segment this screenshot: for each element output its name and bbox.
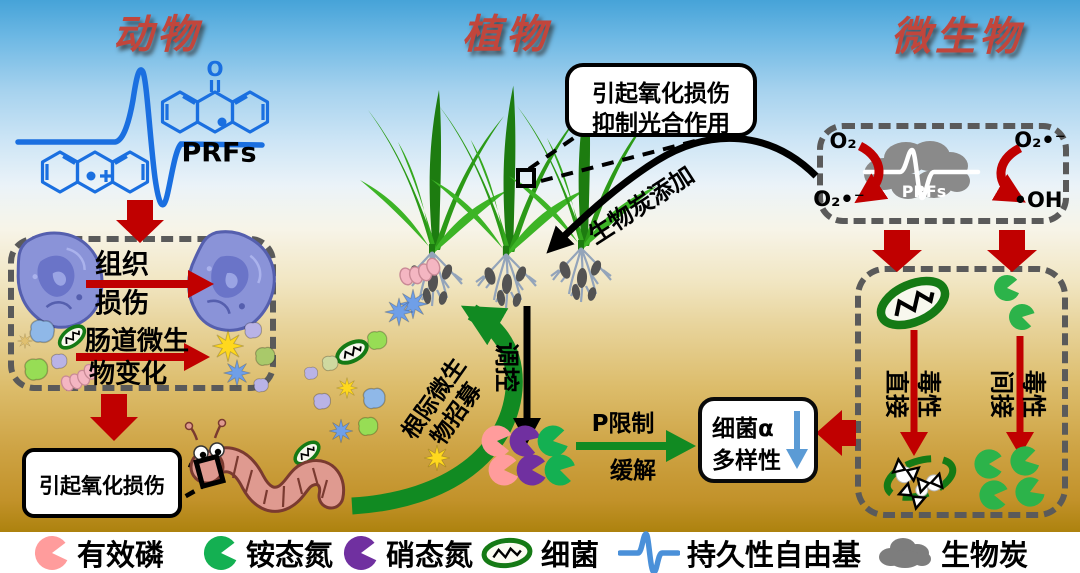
- superoxide-to-oh-arrow: [991, 143, 1026, 203]
- legend-item-nitrate-n: 硝态氮: [343, 532, 473, 573]
- legend-item-available-p: 有效磷: [34, 532, 164, 573]
- hydroxyl-label: •OH: [1013, 188, 1063, 212]
- p-limitation-arrow: [576, 430, 696, 462]
- tissue-damage-row: [9, 222, 286, 341]
- ketone-oxygen-label: O: [206, 57, 224, 81]
- diversity-down-arrow: [786, 411, 808, 469]
- regulate-label: 调控: [492, 341, 521, 393]
- legend-label: 细菌: [541, 537, 600, 572]
- red-down-arrow-prfs-to-animal: [116, 200, 164, 243]
- nutrient-cluster: [479, 421, 577, 489]
- indirect-toxicity-column: [974, 273, 1048, 512]
- prfs-label: PRFs: [181, 137, 257, 169]
- biochar-curved-arrow: [546, 134, 819, 254]
- epr-spectrum-drawing: [15, 67, 270, 208]
- worm-damage-text: 引起氧化损伤: [39, 474, 165, 498]
- red-down-arrow-animal-to-callout: [90, 394, 138, 441]
- purple-pacman-icon: [344, 535, 377, 570]
- legend-item-bacteria: 细菌: [480, 532, 599, 573]
- legend-item-ammonium-n: 铵态氮: [203, 532, 333, 573]
- legend-label: 持久性自由基: [687, 537, 862, 572]
- p-relief-label: 缓解: [610, 458, 656, 484]
- plant-title: 植物: [462, 12, 550, 58]
- direct-toxicity-column: [874, 272, 957, 510]
- prfs-cloud: PRFs: [862, 141, 981, 201]
- microbe-title: 微生物: [891, 14, 1023, 60]
- gut-change-label-2: 物变化: [88, 359, 168, 390]
- biochar-cloud-icon: [879, 537, 931, 568]
- animal-title: 动物: [113, 12, 201, 58]
- earthworm: [184, 418, 346, 513]
- legend-bar: 有效磷 铵态氮 硝态氮 细菌 持久性自由基: [0, 530, 1080, 573]
- direct-label: 直接: [882, 370, 911, 418]
- anthracene-radical-structure: [40, 150, 150, 194]
- worm-damage-callout: 引起氧化损伤: [22, 448, 182, 518]
- o2-label: O₂: [829, 129, 857, 153]
- epr-signal-icon: [618, 530, 680, 573]
- plant-callout-line-1: 引起氧化损伤: [592, 81, 730, 107]
- diversity-line-1: 细菌α: [712, 416, 774, 442]
- legend-label: 硝态氮: [386, 537, 474, 572]
- red-left-arrow-to-diversity: [816, 410, 856, 456]
- prfs-cloud-label: PRFs: [902, 182, 947, 201]
- plant-damage-callout: 引起氧化损伤 抑制光合作用: [565, 63, 757, 137]
- legend-label: 铵态氮: [246, 537, 334, 572]
- direct-toxicity-label: 毒性: [914, 370, 943, 418]
- tissue-damage-label-2: 损伤: [95, 288, 149, 320]
- toxicity-box: [855, 266, 1068, 518]
- superoxide-left-label: O₂•⁻: [813, 187, 865, 211]
- gut-microbiota-row: [17, 317, 276, 395]
- tissue-damage-label-1: 组织: [95, 249, 149, 281]
- pink-pacman-icon: [35, 535, 68, 570]
- ros-generation-box: [817, 123, 1069, 224]
- legend-label: 生物炭: [941, 537, 1029, 572]
- red-down-arrow-indirect: [987, 230, 1037, 272]
- p-limit-label: P限制: [591, 411, 655, 437]
- bacteria-icon: [481, 537, 533, 568]
- gut-change-label-1: 肠道微生: [84, 326, 190, 357]
- red-down-arrow-direct: [872, 230, 922, 272]
- indirect-label: 间接: [987, 370, 1016, 418]
- plant-callout-line-2: 抑制光合作用: [592, 111, 730, 137]
- superoxide-right-label: O₂•⁻: [1014, 128, 1066, 152]
- bacterial-diversity-box: 细菌α 多样性: [698, 397, 818, 483]
- indirect-toxicity-label: 毒性: [1019, 370, 1048, 418]
- legend-label: 有效磷: [77, 537, 165, 572]
- anthrone-radical-structure: [160, 80, 270, 134]
- diversity-line-2: 多样性: [712, 448, 781, 474]
- legend-item-prfs: 持久性自由基: [618, 530, 862, 573]
- recruit-curved-arrow: [351, 304, 523, 515]
- diagram-artwork: PRFs: [9, 67, 1048, 515]
- o2-to-superoxide-arrow: [854, 141, 889, 204]
- legend-item-biochar: 生物炭: [876, 532, 1028, 573]
- green-pacman-icon: [204, 535, 237, 570]
